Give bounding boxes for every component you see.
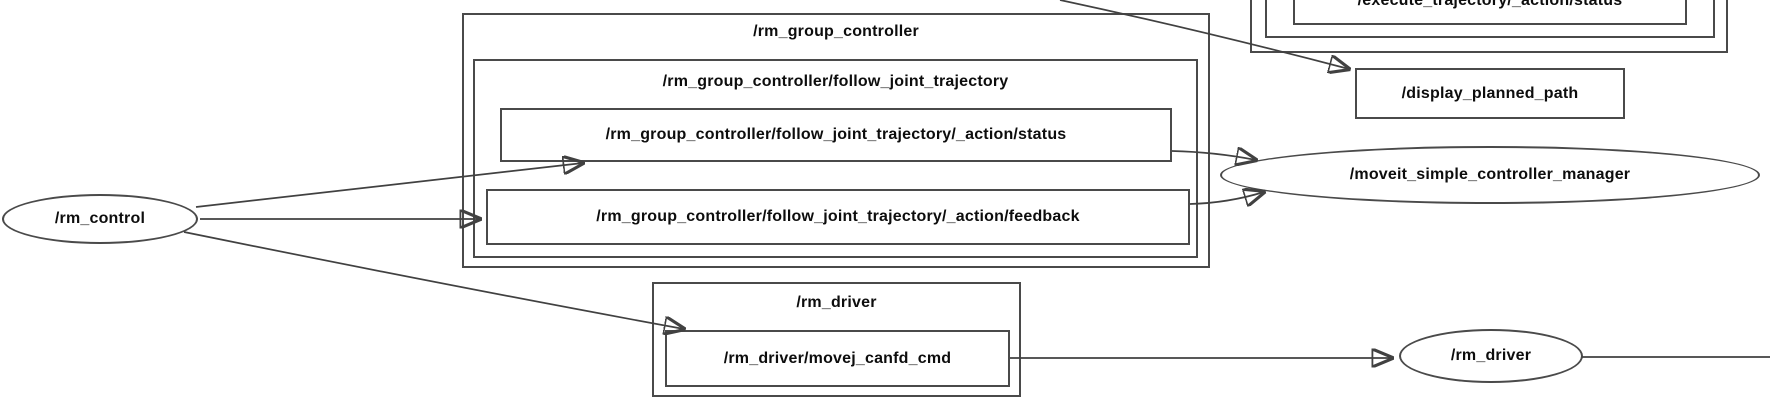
rm-group-controller-label: /rm_group_controller bbox=[753, 23, 919, 40]
rm-group-controller-box: /rm_group_controller bbox=[462, 13, 1210, 268]
movej-canfd-cmd-topic-label: /rm_driver/movej_canfd_cmd bbox=[723, 349, 952, 367]
follow-joint-trajectory-label: /rm_group_controller/follow_joint_trajec… bbox=[662, 73, 1009, 90]
action-status-topic-label: /rm_group_controller/follow_joint_trajec… bbox=[605, 126, 1067, 143]
rm-driver-namespace-box: /rm_driver bbox=[652, 282, 1021, 397]
rm-driver-node-label: /rm_driver bbox=[1450, 347, 1532, 364]
action-feedback-topic-label: /rm_group_controller/follow_joint_trajec… bbox=[596, 208, 1080, 225]
action-feedback-topic-box: /rm_group_controller/follow_joint_trajec… bbox=[486, 189, 1190, 245]
display-planned-path-label: /display_planned_path bbox=[1401, 84, 1579, 102]
rm-driver-namespace-label: /rm_driver bbox=[796, 294, 877, 311]
moveit-simple-controller-manager-node-label: /moveit_simple_controller_manager bbox=[1349, 166, 1631, 183]
moveit-simple-controller-manager-node: /moveit_simple_controller_manager bbox=[1220, 146, 1760, 204]
movej-canfd-cmd-topic-box: /rm_driver/movej_canfd_cmd bbox=[665, 330, 1010, 387]
action-status-topic-box: /rm_group_controller/follow_joint_trajec… bbox=[500, 108, 1172, 162]
execute-trajectory-status-label: /execute_trajectory/_action/status bbox=[1357, 0, 1623, 9]
rm-control-node: /rm_control bbox=[2, 194, 198, 244]
rm-driver-node: /rm_driver bbox=[1399, 329, 1583, 383]
display-planned-path-box: /display_planned_path bbox=[1355, 68, 1625, 119]
rm-control-node-label: /rm_control bbox=[54, 210, 146, 227]
